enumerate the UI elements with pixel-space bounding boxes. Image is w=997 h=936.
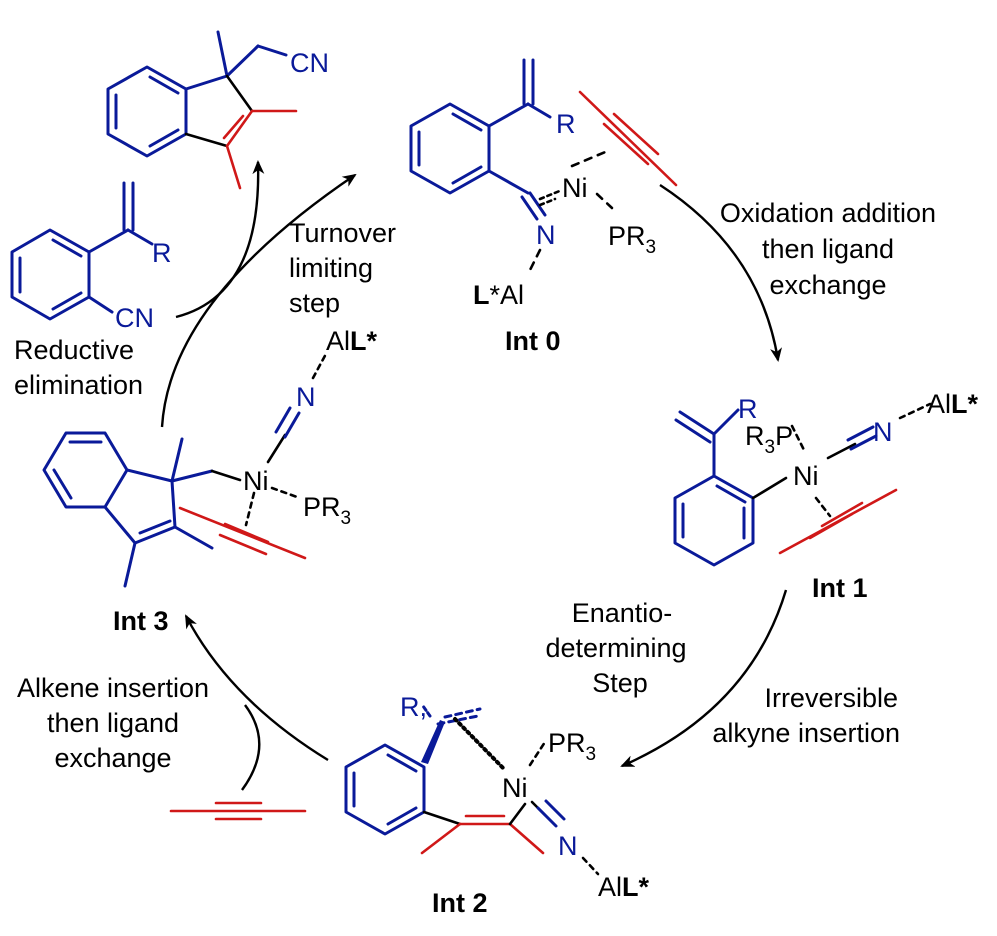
svg-text:then ligand: then ligand [762, 234, 894, 264]
int1-r3p-label: R3P [745, 421, 793, 458]
svg-text:exchange: exchange [54, 743, 171, 773]
arrow-product-release [175, 160, 265, 319]
int2-ni-label: Ni [502, 773, 528, 803]
svg-text:limiting: limiting [289, 253, 373, 283]
int2-r-label: R, [400, 692, 427, 722]
svg-text:Enantio-: Enantio- [572, 598, 673, 628]
arrow-alkyne-entry [241, 704, 261, 791]
label-turnover-limiting: Turnover limiting step [289, 218, 396, 318]
substrate-r-label: R [152, 238, 172, 268]
int2-pr3-label: PR3 [548, 728, 596, 765]
svg-text:step: step [289, 288, 340, 318]
int1-label: Int 1 [812, 573, 868, 603]
svg-text:alkyne insertion: alkyne insertion [712, 718, 900, 748]
int2-label: Int 2 [432, 888, 488, 918]
label-alkyne-insertion: Irreversible alkyne insertion [712, 683, 900, 748]
int1-structure: R R3P Ni N AlL* Int 1 [673, 389, 979, 603]
label-enantio-determining: Enantio- determining Step [545, 598, 686, 698]
int3-structure: Ni N PR3 AlL* Int 3 [42, 326, 378, 636]
int0-ni-label: Ni [562, 173, 588, 203]
int1-n-label: N [873, 417, 893, 447]
int3-n-label: N [296, 382, 316, 412]
product-indene-nitrile: CN [106, 30, 329, 190]
svg-text:exchange: exchange [769, 270, 886, 300]
product-cn-label: CN [290, 48, 329, 78]
arrow-oxidative-addition [659, 183, 782, 362]
svg-text:elimination: elimination [14, 370, 143, 400]
free-alkyne [169, 801, 307, 821]
int0-al-label: L*Al [473, 280, 524, 310]
svg-text:Reductive: Reductive [14, 335, 134, 365]
int1-ni-label: Ni [793, 461, 819, 491]
int2-al-label: AlL* [598, 872, 650, 902]
int0-pr3-label: PR3 [608, 221, 656, 258]
arrow-reductive-elimination [160, 173, 357, 428]
int2-structure: R, PR3 Ni N AlL* Int 2 [344, 692, 650, 918]
substrate-vinyl-benzonitrile: R CN [10, 181, 172, 333]
label-reductive-elimination: Reductive elimination [14, 335, 143, 400]
label-oxidative-addition: Oxidation addition then ligand exchange [720, 198, 936, 300]
arrow-alkyne-insertion [620, 589, 788, 768]
int0-label: Int 0 [505, 326, 561, 356]
svg-text:Step: Step [592, 668, 648, 698]
int3-pr3-label: PR3 [303, 492, 351, 529]
int0-r-label: R [556, 109, 576, 139]
svg-text:determining: determining [545, 633, 686, 663]
int3-label: Int 3 [113, 606, 169, 636]
svg-text:Turnover: Turnover [289, 218, 396, 248]
int0-n-label: N [536, 220, 556, 250]
svg-text:Alkene insertion: Alkene insertion [17, 673, 209, 703]
int0-structure: Ni N R PR3 L*Al Int 0 [409, 58, 678, 356]
svg-text:then ligand: then ligand [47, 708, 179, 738]
label-alkene-insertion: Alkene insertion then ligand exchange [17, 673, 209, 773]
int1-r-label: R [738, 394, 758, 424]
arrow-alkene-insertion [184, 614, 329, 762]
svg-text:Oxidation addition: Oxidation addition [720, 198, 936, 228]
int3-al-label: AlL* [326, 326, 378, 356]
int3-ni-label: Ni [243, 466, 269, 496]
int1-al-label: AlL* [927, 389, 979, 419]
substrate-cn-label: CN [115, 303, 154, 333]
int2-n-label: N [558, 831, 578, 861]
svg-text:Irreversible: Irreversible [764, 683, 898, 713]
